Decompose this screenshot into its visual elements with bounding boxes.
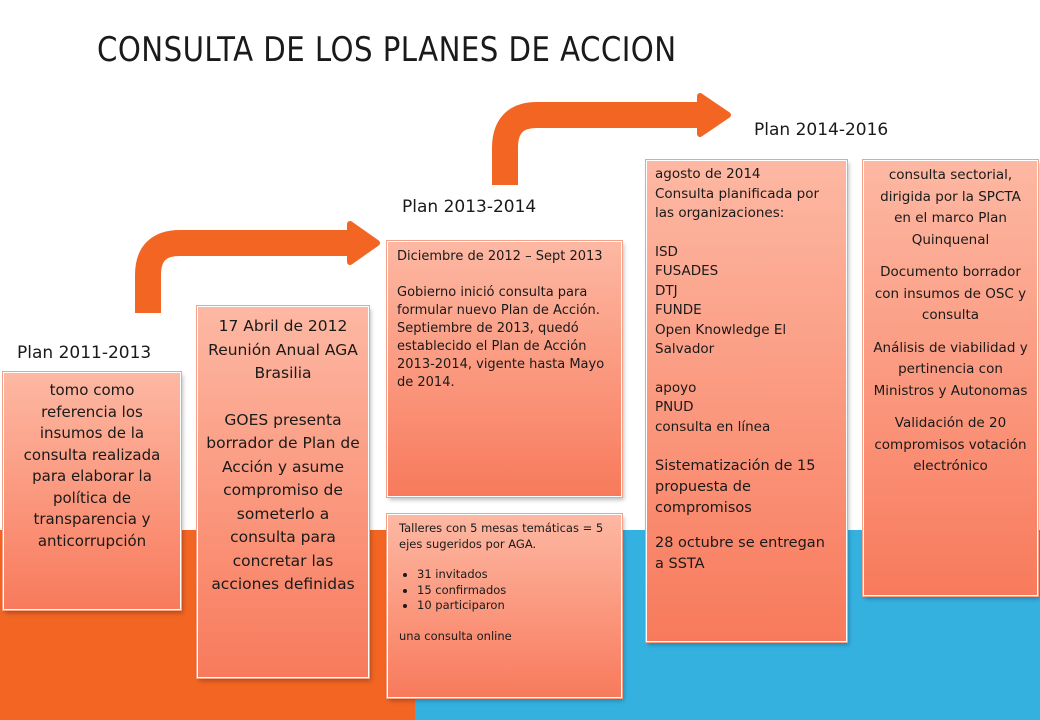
box-talleres-intro: Talleres con 5 mesas temáticas = 5 ejes … xyxy=(399,521,607,551)
box-sectorial-p2: Documento borrador con insumos de OSC y … xyxy=(874,264,1031,323)
list-item: 15 confirmados xyxy=(417,583,610,599)
box-talleres-footer: una consulta online xyxy=(399,628,512,643)
box-aga-header: 17 Abril de 2012 Reunión Anual AGA Brasi… xyxy=(208,317,358,382)
box-talleres: Talleres con 5 mesas temáticas = 5 ejes … xyxy=(386,513,623,699)
box-2011-text: tomo como referencia los insumos de la c… xyxy=(23,381,166,550)
box-2014-support: apoyo PNUD consulta en línea xyxy=(655,379,771,435)
plan-label-2013-2014: Plan 2013-2014 xyxy=(402,197,537,217)
list-item: 31 invitados xyxy=(417,567,610,583)
box-sectorial-p3: Análisis de viabilidad y pertinencia con… xyxy=(873,339,1032,399)
box-2014-header: agosto de 2014 Consulta planificada por … xyxy=(655,166,820,221)
box-sectorial-consulta: consulta sectorial, dirigida por la SPCT… xyxy=(862,159,1039,597)
box-2014-orgs: ISD FUSADES DTJ FUNDE Open Knowledge El … xyxy=(655,243,787,358)
box-plan-2014-2016: agosto de 2014 Consulta planificada por … xyxy=(645,159,848,643)
box-2013-text-2: Septiembre de 2013, quedó establecido el… xyxy=(397,321,609,390)
box-2013-dates: Diciembre de 2012 – Sept 2013 xyxy=(397,249,603,264)
box-2014-delivery: 28 octubre se entregan a SSTA xyxy=(655,535,830,572)
box-goes-text: GOES presenta borrador de Plan de Acción… xyxy=(206,410,365,594)
box-plan-2011-2013: tomo como referencia los insumos de la c… xyxy=(2,371,182,611)
talleres-list: 31 invitados 15 confirmados 10 participa… xyxy=(399,567,610,614)
list-item: 10 participaron xyxy=(417,598,610,614)
plan-label-2014-2016: Plan 2014-2016 xyxy=(754,120,889,140)
box-sectorial-p1: consulta sectorial, dirigida por la SPCT… xyxy=(880,167,1026,248)
arrow-2011-to-2013-icon xyxy=(135,221,380,313)
box-aga-brasilia: 17 Abril de 2012 Reunión Anual AGA Brasi… xyxy=(196,305,370,679)
box-sectorial-p4: Validación de 20 compromisos votación el… xyxy=(874,415,1031,474)
plan-label-2011-2013: Plan 2011-2013 xyxy=(17,343,152,363)
box-2013-text: Gobierno inició consulta para formular n… xyxy=(397,285,600,318)
box-plan-2013-2014: Diciembre de 2012 – Sept 2013 Gobierno i… xyxy=(386,240,623,498)
page-title: CONSULTA DE LOS PLANES DE ACCION xyxy=(97,30,677,70)
box-2014-systematization: Sistematización de 15 propuesta de compr… xyxy=(655,458,821,516)
